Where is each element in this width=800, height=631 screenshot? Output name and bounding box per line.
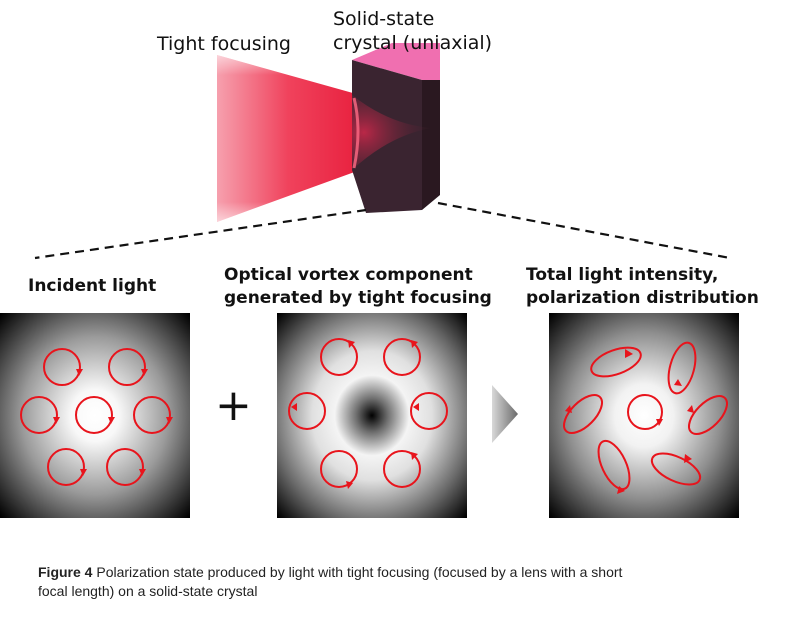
beam-label: Tight focusing — [157, 33, 291, 55]
direction-arrow — [348, 340, 355, 348]
total-distribution-panel — [549, 313, 739, 518]
polarization-circle — [410, 392, 448, 430]
polarization-circle — [106, 448, 144, 486]
result-arrow — [492, 385, 518, 443]
focused-beam — [217, 55, 360, 222]
crystal-label-line2: crystal (uniaxial) — [333, 32, 493, 54]
direction-arrow — [291, 403, 297, 411]
polarization-ellipse — [650, 452, 702, 486]
direction-arrow — [76, 369, 83, 376]
panel2-header-line1: Optical vortex component — [224, 265, 473, 285]
direction-arrow — [141, 369, 148, 376]
direction-arrow — [413, 403, 419, 411]
polarization-ellipse — [597, 439, 631, 491]
direction-arrow — [656, 419, 663, 426]
polarization-circle — [43, 348, 81, 386]
figure-caption: Figure 4 Polarization state produced by … — [38, 563, 738, 601]
direction-arrow — [53, 417, 60, 424]
direction-arrow — [80, 469, 87, 476]
direction-arrow — [166, 417, 173, 424]
crystal-block — [352, 43, 440, 213]
caption-label: Figure 4 — [38, 564, 93, 580]
direction-arrow — [139, 469, 146, 476]
polarization-ellipse — [667, 341, 697, 395]
caption-text-line2: focal length) on a solid-state crystal — [38, 583, 258, 599]
polarization-circle — [383, 338, 421, 376]
polarization-ellipse — [590, 346, 642, 378]
polarization-circle — [20, 396, 58, 434]
direction-arrow — [411, 340, 418, 348]
direction-arrow — [687, 405, 694, 413]
polarization-circle — [320, 338, 358, 376]
polarization-circle — [133, 396, 171, 434]
panel2-header-line2: generated by tight focusing — [224, 288, 492, 308]
polarization-circle — [288, 392, 326, 430]
direction-arrow — [108, 417, 115, 424]
plus-sign: + — [215, 380, 252, 431]
panel1-header: Incident light — [28, 276, 157, 296]
polarization-ellipse — [563, 394, 603, 434]
direction-arrow — [411, 452, 418, 460]
panel3-header-line2: polarization distribution — [526, 288, 759, 308]
polarization-ellipse — [688, 395, 728, 435]
polarization-circle — [627, 394, 663, 430]
caption-text-line1: Polarization state produced by light wit… — [96, 564, 623, 580]
polarization-circle — [108, 348, 146, 386]
direction-arrow — [565, 405, 572, 413]
direction-arrow — [684, 454, 692, 463]
crystal-label-line1: Solid-state — [333, 8, 435, 30]
setup-illustration — [34, 43, 731, 260]
direction-arrow — [625, 349, 633, 358]
polarization-circle — [47, 448, 85, 486]
incident-light-panel — [0, 313, 190, 518]
polarization-circle — [320, 450, 358, 488]
direction-arrow — [674, 379, 682, 386]
vortex-component-panel — [277, 313, 467, 518]
polarization-circle — [75, 396, 113, 434]
direction-arrow — [617, 486, 625, 494]
panel3-header-line1: Total light intensity, — [526, 265, 719, 285]
zoom-guide-lines — [34, 201, 731, 260]
polarization-circle — [383, 450, 421, 488]
direction-arrow — [346, 481, 353, 489]
